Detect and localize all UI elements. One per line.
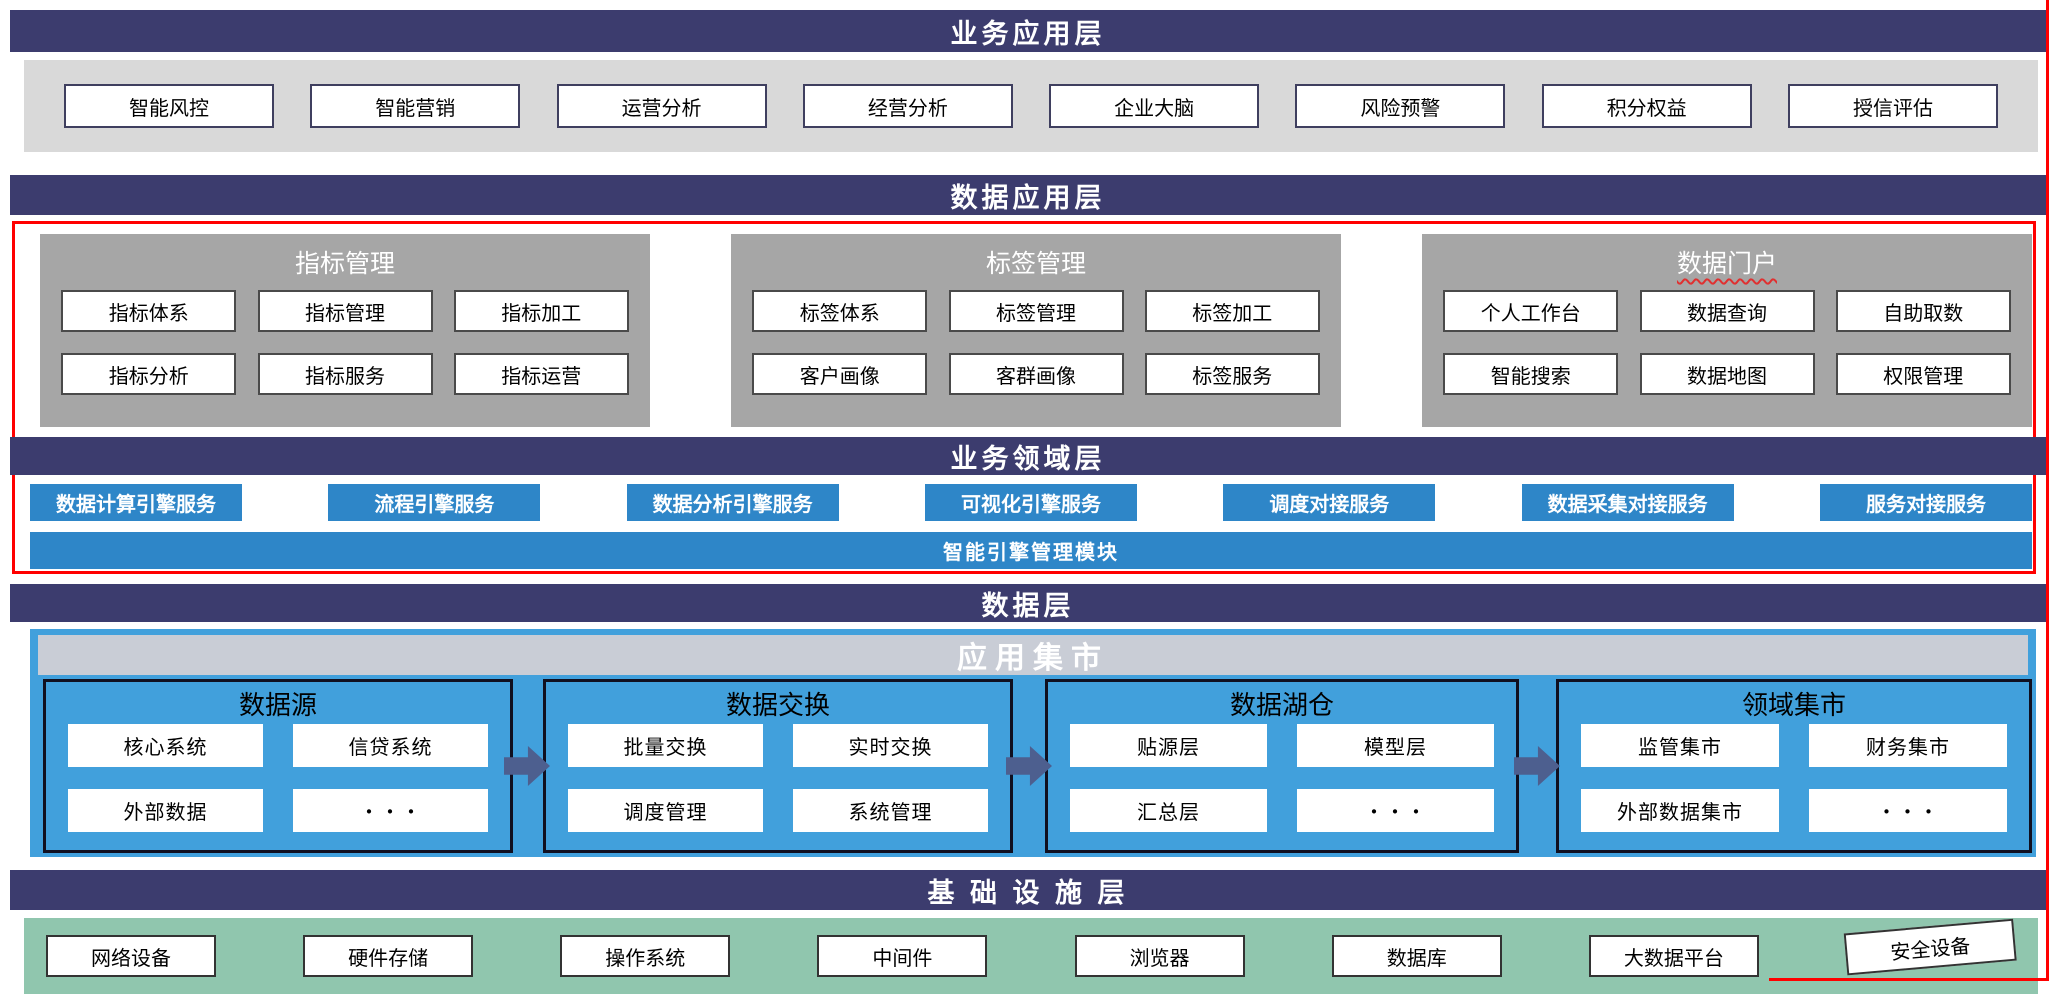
service-chip: 数据采集对接服务 bbox=[1521, 484, 1734, 521]
panel-indicator-management: 指标管理 指标体系 指标管理 指标加工 指标分析 指标服务 指标运营 bbox=[40, 234, 650, 427]
panel-item: 调度管理 bbox=[568, 789, 763, 832]
data-layer-section: 应用集市 数据源 核心系统 信贷系统 外部数据 ・・・ 数据交换 批量交换 实时… bbox=[30, 629, 2036, 857]
infrastructure-item: 网络设备 bbox=[46, 935, 216, 977]
app-mart-header: 应用集市 bbox=[38, 635, 2028, 675]
panel-item: 权限管理 bbox=[1835, 353, 2011, 395]
panel-item: 指标分析 bbox=[61, 353, 237, 395]
panel-title: 指标管理 bbox=[294, 251, 395, 278]
panel-grid: 核心系统 信贷系统 外部数据 ・・・ bbox=[46, 724, 510, 832]
panel-item: 贴源层 bbox=[1070, 724, 1267, 767]
panel-data-portal: 数据门户 个人工作台 数据查询 自助取数 智能搜索 数据地图 权限管理 bbox=[1422, 234, 2032, 427]
panel-item: 批量交换 bbox=[568, 724, 763, 767]
panel-item: 标签体系 bbox=[752, 290, 928, 332]
panel-grid: 指标体系 指标管理 指标加工 指标分析 指标服务 指标运营 bbox=[40, 290, 650, 395]
panel-item: 外部数据 bbox=[68, 789, 263, 832]
infrastructure-item: 中间件 bbox=[817, 935, 988, 977]
panel-tag-management: 标签管理 标签体系 标签管理 标签加工 客户画像 客群画像 标签服务 bbox=[731, 234, 1341, 427]
panel-title: 数据门户 bbox=[1422, 234, 2032, 290]
red-annotation-line-vertical bbox=[2046, 0, 2049, 981]
red-highlight-frame bbox=[12, 221, 2036, 574]
panel-grid: 个人工作台 数据查询 自助取数 智能搜索 数据地图 权限管理 bbox=[1422, 290, 2032, 395]
panel-title: 数据源 bbox=[238, 690, 317, 720]
panel-item: ・・・ bbox=[293, 789, 488, 832]
service-chip: 可视化引擎服务 bbox=[924, 484, 1137, 521]
infrastructure-item: 硬件存储 bbox=[303, 935, 474, 977]
panel-item: 核心系统 bbox=[68, 724, 263, 767]
banner-data-layer: 数据层 bbox=[10, 584, 2046, 622]
panel-item: 汇总层 bbox=[1070, 789, 1267, 832]
panel-title: 领域集市 bbox=[1741, 690, 1846, 720]
panel-item: 财务集市 bbox=[1809, 724, 2007, 767]
panel-item: 指标运营 bbox=[453, 353, 629, 395]
infrastructure-item: 浏览器 bbox=[1074, 935, 1245, 977]
banner-data-app-layer: 数据应用层 bbox=[10, 175, 2046, 215]
panel-item: 外部数据集市 bbox=[1581, 789, 1779, 832]
panel-item: 智能搜索 bbox=[1443, 353, 1619, 395]
infrastructure-item: 安全设备 bbox=[1843, 918, 2017, 976]
infrastructure-item: 操作系统 bbox=[560, 935, 731, 977]
infrastructure-item: 大数据平台 bbox=[1588, 935, 1759, 977]
panel-item: 指标服务 bbox=[257, 353, 433, 395]
panel-grid: 标签体系 标签管理 标签加工 客户画像 客群画像 标签服务 bbox=[731, 290, 1341, 395]
panel-domain-mart: 领域集市 监管集市 财务集市 外部数据集市 ・・・ bbox=[1556, 679, 2032, 853]
panel-item: 指标管理 bbox=[257, 290, 433, 332]
panel-item: 实时交换 bbox=[793, 724, 988, 767]
business-app-band: 智能风控 智能营销 运营分析 经营分析 企业大脑 风险预警 积分权益 授信评估 bbox=[24, 60, 2038, 152]
business-app-item: 智能风控 bbox=[64, 84, 274, 128]
panel-item: 指标加工 bbox=[453, 290, 629, 332]
business-app-item: 风险预警 bbox=[1295, 84, 1506, 128]
business-app-item: 企业大脑 bbox=[1049, 84, 1260, 128]
panel-item: 数据地图 bbox=[1639, 353, 1815, 395]
engine-management-bar: 智能引擎管理模块 bbox=[30, 532, 2032, 569]
service-chip: 流程引擎服务 bbox=[328, 484, 541, 521]
panel-item: ・・・ bbox=[1297, 789, 1494, 832]
business-app-item: 授信评估 bbox=[1787, 84, 1998, 128]
panel-data-exchange: 数据交换 批量交换 实时交换 调度管理 系统管理 bbox=[543, 679, 1013, 853]
panel-title: 标签管理 bbox=[985, 251, 1086, 278]
infrastructure-band: 网络设备 硬件存储 操作系统 中间件 浏览器 数据库 大数据平台 安全设备 bbox=[24, 918, 2038, 994]
banner-infrastructure-layer: 基 础 设 施 层 bbox=[10, 870, 2046, 910]
service-chip: 服务对接服务 bbox=[1819, 484, 2032, 521]
banner-business-domain-layer: 业务领域层 bbox=[10, 437, 2046, 475]
domain-services-row: 数据计算引擎服务 流程引擎服务 数据分析引擎服务 可视化引擎服务 调度对接服务 … bbox=[30, 484, 2032, 521]
panel-item: 标签服务 bbox=[1144, 353, 1320, 395]
business-app-item: 运营分析 bbox=[556, 84, 767, 128]
business-app-item: 积分权益 bbox=[1541, 84, 1752, 128]
panel-item: 系统管理 bbox=[793, 789, 988, 832]
business-app-item: 经营分析 bbox=[802, 84, 1013, 128]
infrastructure-item: 数据库 bbox=[1331, 935, 1502, 977]
panel-data-lakehouse: 数据湖仓 贴源层 模型层 汇总层 ・・・ bbox=[1045, 679, 1519, 853]
panel-grid: 贴源层 模型层 汇总层 ・・・ bbox=[1048, 724, 1516, 832]
panel-item: 信贷系统 bbox=[293, 724, 488, 767]
panel-item: 自助取数 bbox=[1835, 290, 2011, 332]
business-app-item: 智能营销 bbox=[310, 84, 521, 128]
panel-title: 数据湖仓 bbox=[1229, 690, 1334, 720]
panel-item: 客户画像 bbox=[752, 353, 928, 395]
panel-data-source: 数据源 核心系统 信贷系统 外部数据 ・・・ bbox=[43, 679, 513, 853]
panel-item: 模型层 bbox=[1297, 724, 1494, 767]
panel-item: 客群画像 bbox=[948, 353, 1124, 395]
panel-item: 监管集市 bbox=[1581, 724, 1779, 767]
banner-business-app-layer: 业务应用层 bbox=[10, 10, 2046, 52]
flow-arrow-icon bbox=[1514, 746, 1560, 786]
panel-item: ・・・ bbox=[1809, 789, 2007, 832]
service-chip: 数据分析引擎服务 bbox=[626, 484, 839, 521]
panel-grid: 批量交换 实时交换 调度管理 系统管理 bbox=[546, 724, 1010, 832]
panel-title: 数据交换 bbox=[725, 690, 830, 720]
service-chip: 数据计算引擎服务 bbox=[30, 484, 242, 521]
panel-item: 指标体系 bbox=[61, 290, 237, 332]
panel-grid: 监管集市 财务集市 外部数据集市 ・・・ bbox=[1559, 724, 2029, 832]
service-chip: 调度对接服务 bbox=[1223, 484, 1436, 521]
panel-item: 标签加工 bbox=[1144, 290, 1320, 332]
panel-item: 个人工作台 bbox=[1443, 290, 1619, 332]
panel-item: 标签管理 bbox=[948, 290, 1124, 332]
panel-item: 数据查询 bbox=[1639, 290, 1815, 332]
panel-title-text: 数据门户 bbox=[1676, 251, 1777, 278]
red-annotation-line-horizontal bbox=[1769, 978, 2046, 981]
